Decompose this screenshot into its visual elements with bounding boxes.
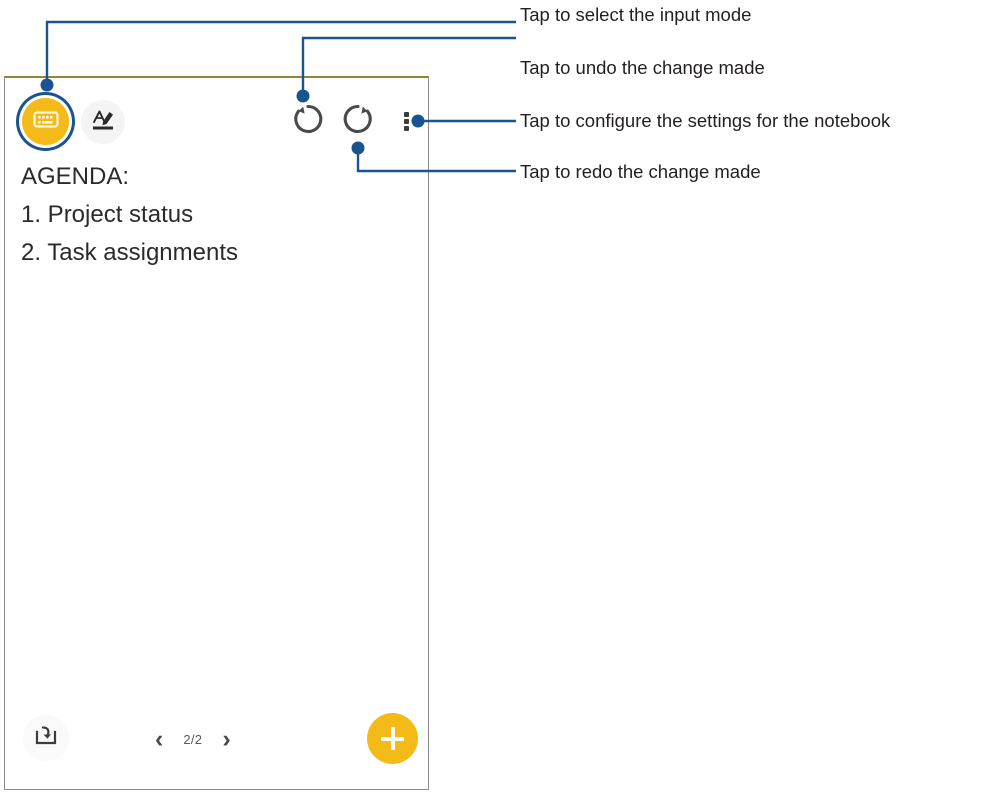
keyboard-icon <box>32 110 59 134</box>
add-page-fab[interactable] <box>367 713 418 764</box>
import-tray-icon <box>33 724 59 753</box>
note-line: 2. Task assignments <box>21 239 238 266</box>
page-indicator: 2/2 <box>183 732 203 747</box>
notebook-bottom-bar: ‹ 2/2 › <box>5 689 428 789</box>
overflow-menu-icon <box>394 110 418 133</box>
handwriting-pen-icon <box>90 107 116 138</box>
undo-button[interactable] <box>287 100 329 142</box>
chevron-right-icon[interactable]: › <box>222 725 231 753</box>
notebook-app-window: AGENDA: 1. Project status 2. Task assign… <box>4 76 429 790</box>
page-navigation: ‹ 2/2 › <box>155 727 231 752</box>
callout-label-redo: Tap to redo the change made <box>520 161 761 182</box>
input-mode-handwriting-button[interactable] <box>81 100 125 144</box>
note-line: 1. Project status <box>21 201 194 228</box>
input-mode-keyboard-button[interactable] <box>22 98 69 145</box>
redo-icon <box>340 101 376 142</box>
callout-label-input-mode: Tap to select the input mode <box>520 4 752 25</box>
chevron-left-icon[interactable]: ‹ <box>155 725 164 753</box>
callout-label-undo: Tap to undo the change made <box>520 57 765 78</box>
import-button[interactable] <box>23 715 69 761</box>
redo-button[interactable] <box>337 100 379 142</box>
settings-overflow-button[interactable] <box>394 102 418 140</box>
note-line: AGENDA: <box>21 163 130 190</box>
callout-label-settings: Tap to configure the settings for the no… <box>520 110 891 131</box>
notebook-toolbar <box>5 78 428 152</box>
note-content-area[interactable]: AGENDA: 1. Project status 2. Task assign… <box>5 152 428 689</box>
undo-icon <box>290 101 326 142</box>
